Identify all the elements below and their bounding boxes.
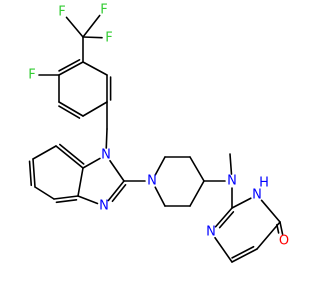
oxygen-atom-label: O (279, 234, 289, 249)
double-bond-line (53, 195, 79, 200)
double-bond-line (55, 145, 84, 169)
nitrogen-atom-label: N (227, 174, 237, 189)
hydrogen-atom-label: H (259, 176, 269, 191)
single-bond-line (154, 186, 166, 207)
single-bond-line (214, 236, 233, 263)
double-bond-line (214, 207, 233, 228)
bond-lines (28, 14, 284, 263)
fluorine-atom-label: F (105, 31, 112, 46)
nitrogen-atom-label: N (101, 148, 111, 163)
nitrogen-atom-label: N (99, 199, 109, 214)
single-bond-line (105, 128, 108, 149)
nh-group-label: N (252, 188, 262, 203)
double-bond-line (231, 248, 258, 263)
fluorine-atom-label: F (100, 3, 107, 18)
single-bond-line (82, 36, 103, 39)
single-bond-line (109, 159, 125, 182)
nitrogen-atom-label: N (147, 174, 157, 189)
single-bond-line (77, 195, 99, 205)
double-bond-line (279, 221, 284, 235)
single-bond-line (82, 14, 101, 38)
single-bond-line (229, 153, 233, 175)
single-bond-line (260, 199, 281, 223)
single-bond-line (32, 145, 57, 160)
double-bond-line (28, 160, 33, 187)
fluorine-atom-label: F (28, 68, 35, 83)
double-bond-line (58, 105, 81, 119)
double-bond-line (231, 245, 255, 259)
single-bond-line (256, 221, 281, 250)
single-bond-line (77, 167, 84, 197)
single-bond-line (189, 156, 205, 182)
double-bond-line (218, 211, 235, 229)
single-bond-line (82, 61, 108, 76)
single-bond-line (189, 180, 205, 207)
double-bond-line (107, 180, 125, 202)
fluorine-atom-label: F (58, 5, 65, 20)
double-bond-line (32, 158, 36, 188)
double-bond-line (111, 184, 127, 203)
nitrogen-atom-label: N (206, 225, 216, 240)
single-bond-line (82, 157, 101, 169)
single-bond-line (82, 101, 108, 117)
double-bond-line (59, 143, 85, 165)
single-bond-line (34, 186, 55, 200)
single-bond-line (65, 16, 84, 38)
double-bond-line (58, 101, 84, 117)
single-bond-line (154, 156, 166, 176)
double-bond-line (58, 58, 81, 72)
single-bond-line (231, 197, 252, 209)
double-bond-line (55, 199, 78, 204)
double-bond-line (58, 61, 84, 76)
